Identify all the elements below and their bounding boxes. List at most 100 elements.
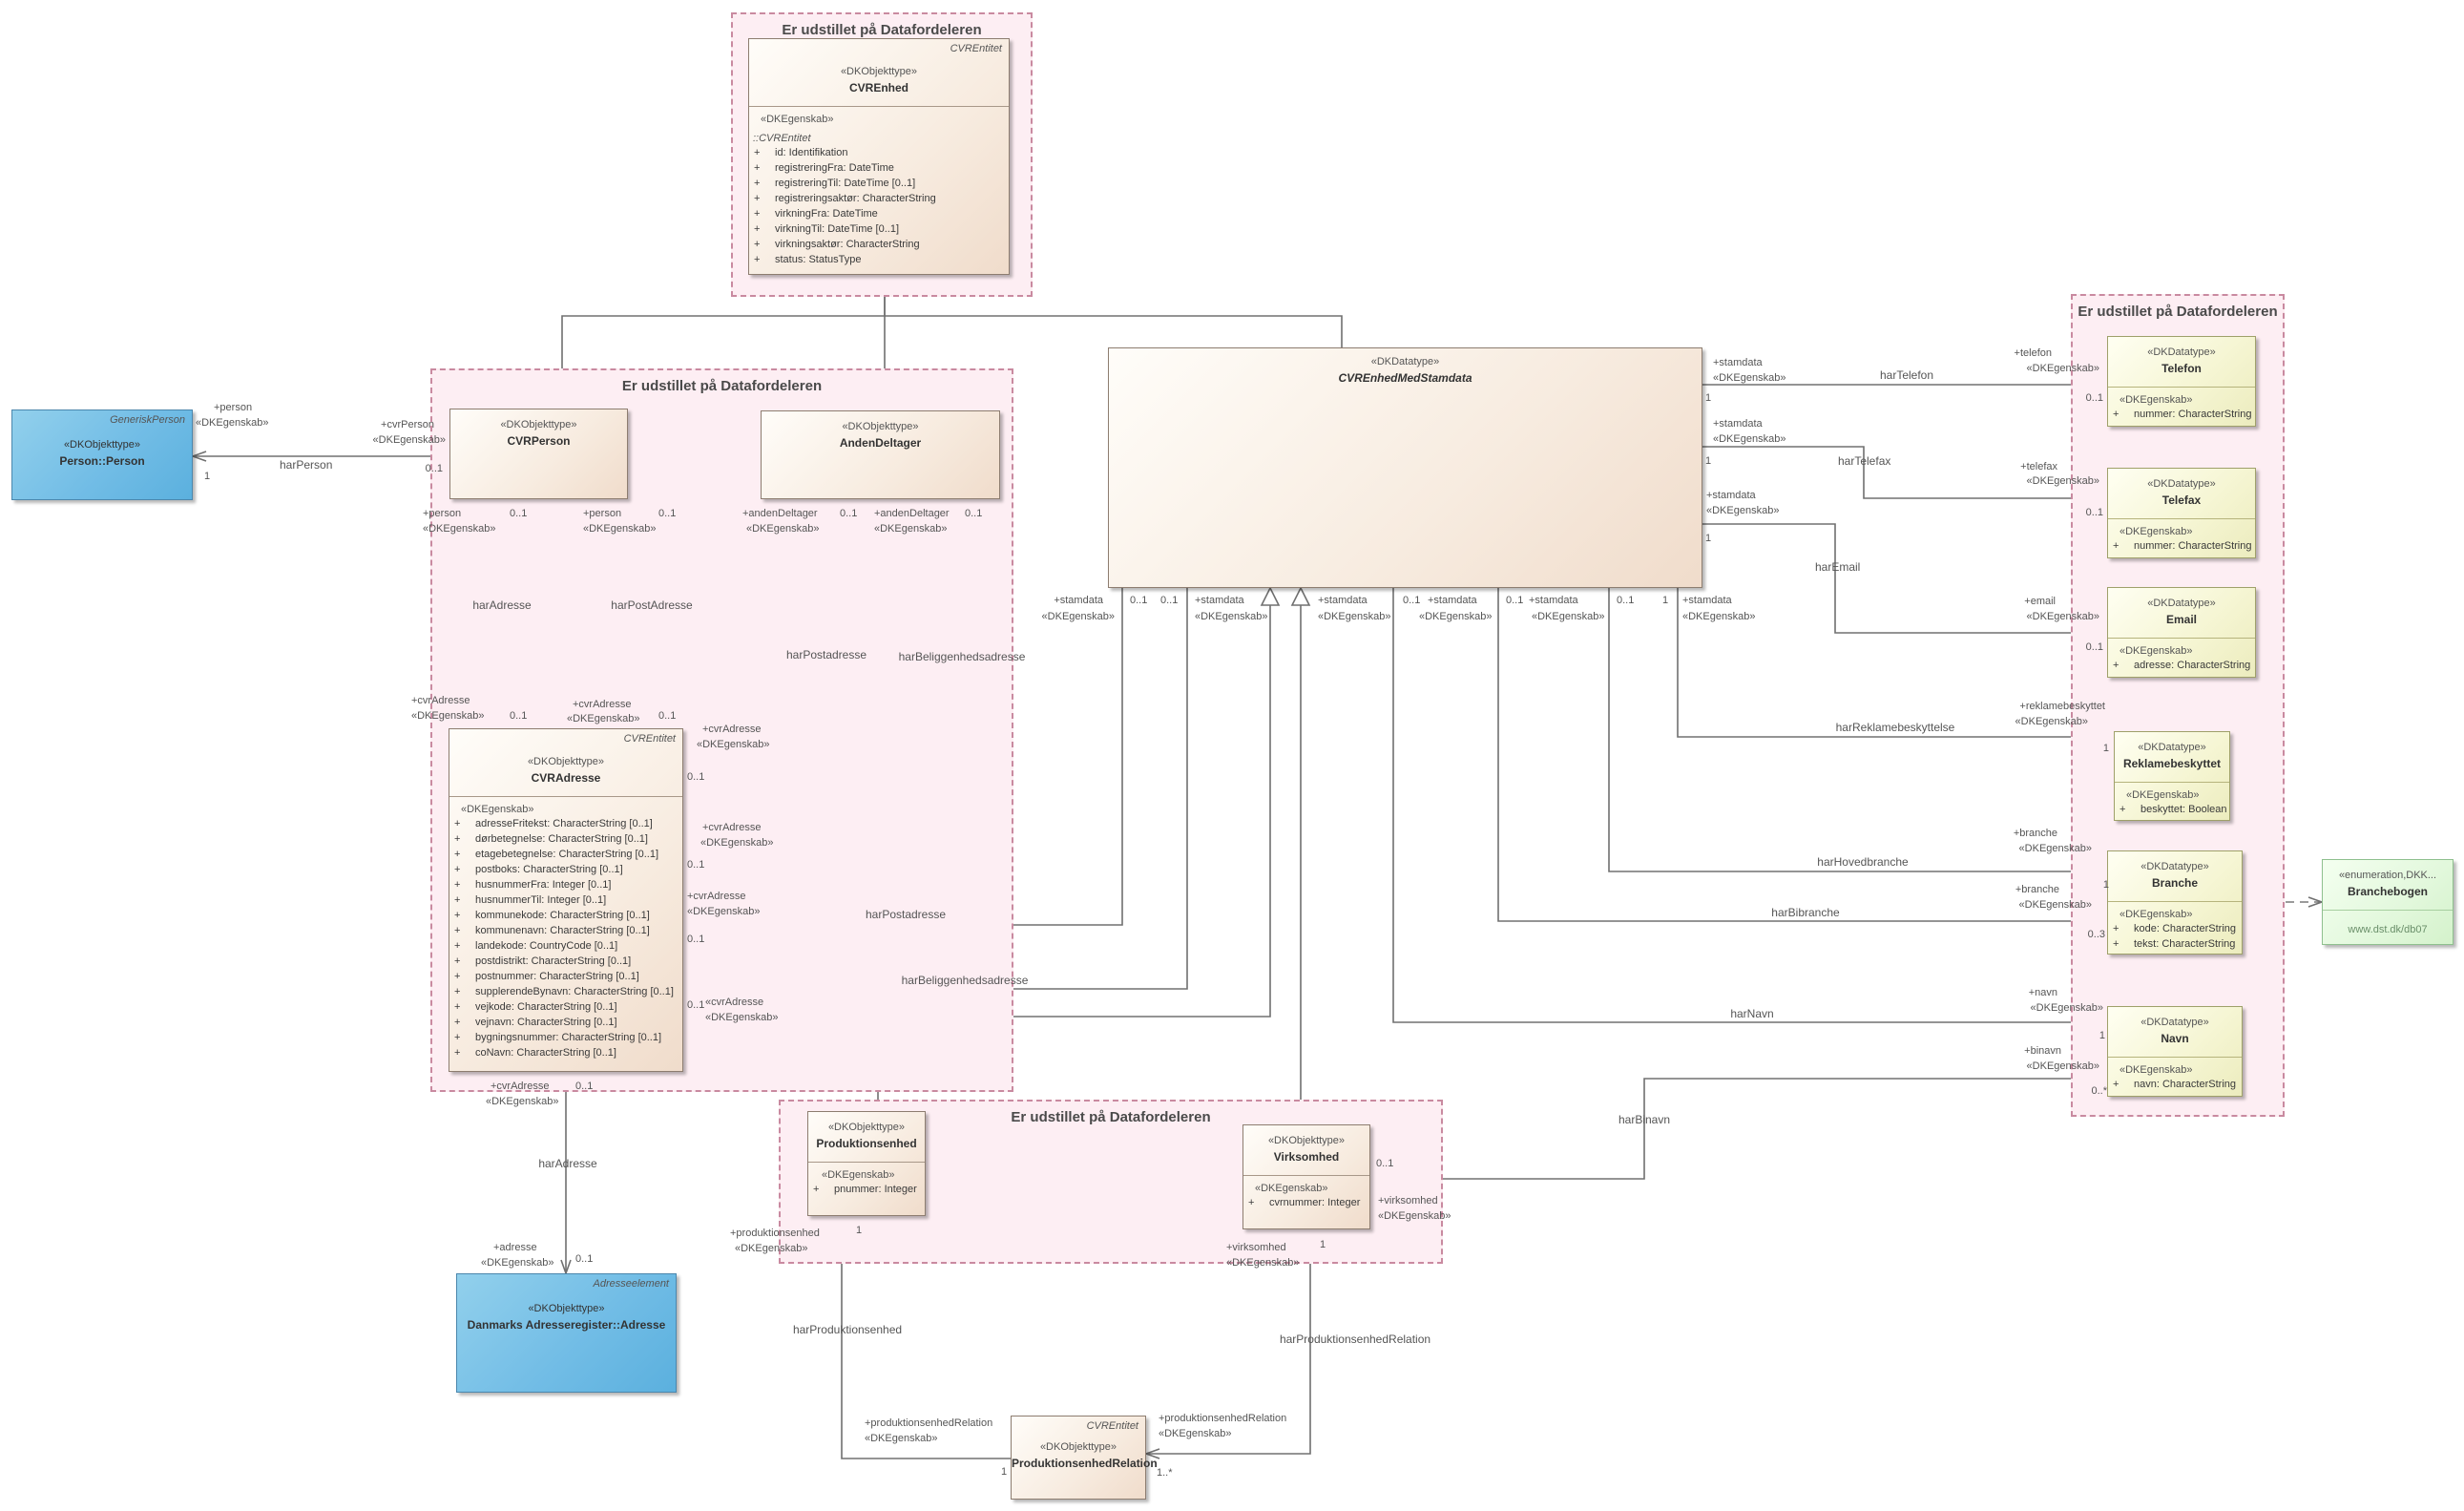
role-stamdata: +stamdata [1318,595,1368,606]
class-name: Telefon [2161,362,2202,375]
attribute-group-stereotype: «DKEgenskab» [2119,909,2193,920]
class-branchebogen[interactable]: «enumeration,DKK...Branchebogen www.dst.… [2322,859,2454,945]
stereotype: «DKDatatype» [1370,356,1440,367]
class-cvradresse[interactable]: CVREntitet «DKObjekttype» CVRAdresse «DK… [449,728,683,1072]
mult: 1 [204,471,211,482]
assoc-haremail[interactable] [1702,523,2107,633]
class-person[interactable]: GeneriskPerson «DKObjekttype» Person::Pe… [11,409,193,500]
class-name: CVRAdresse [531,771,601,785]
attribute-text: kommunekode: CharacterString [0..1] [475,910,650,921]
class-reklamebeskyttet[interactable]: «DKDatatype»Reklamebeskyttet «DKEgenskab… [2114,731,2230,821]
assoc-harproduktionsenhed[interactable] [842,1216,1011,1459]
attribute-row: +virkningsaktør: CharacterString [749,237,1009,252]
role-stereotype: «DKEgenskab» [372,434,446,446]
attribute-row: +dørbetegnelse: CharacterString [0..1] [449,831,682,847]
package-right: Er udstillet på Datafordeleren [2071,294,2285,1117]
generalization-stamdata[interactable] [885,315,1343,347]
mult: 0..1 [687,859,705,871]
attribute-row: +beskyttet: Boolean [2115,802,2229,817]
attribute-row: +postboks: CharacterString [0..1] [449,862,682,877]
visibility-marker: + [454,925,461,936]
class-andendeltager[interactable]: «DKObjekttype» AndenDeltager [761,410,1000,499]
attribute-group-stereotype: «DKEgenskab» [2119,394,2193,406]
assoc-harbibranche[interactable] [1497,588,2107,921]
visibility-marker: + [454,833,461,845]
assoc-harhovedbranche[interactable] [1608,588,2107,871]
attribute-text: virkningTil: DateTime [0..1] [775,223,900,235]
role-cvradresse: +cvrAdresse [702,822,762,833]
role-stereotype: «DKEgenskab» [2015,716,2088,727]
class-name: Email [2165,613,2197,626]
attribute-text: bygningsnummer: CharacterString [0..1] [475,1032,662,1043]
attribute-text: landekode: CountryCode [0..1] [475,940,618,952]
assoc-name: harAdresse [472,598,532,612]
compartment-divider [2323,910,2453,911]
role-cvradresse: +cvrAdresse [491,1081,550,1092]
visibility-marker: + [754,147,761,158]
visibility-marker: + [454,971,461,982]
package-title: Er udstillet på Datafordeleren [2078,304,2278,320]
class-telefax[interactable]: «DKDatatype»Telefax «DKEgenskab» +nummer… [2107,468,2256,558]
attribute-list: +adresse: CharacterString [2108,658,2255,673]
role-stereotype: «DKEgenskab» [697,739,770,750]
role-person: +person [583,508,622,519]
mult: 0..1 [2085,392,2103,404]
role-stereotype: «DKEgenskab» [2018,843,2092,854]
compartment-divider [2108,901,2242,902]
class-navn[interactable]: «DKDatatype»Navn «DKEgenskab» +navn: Cha… [2107,1006,2243,1097]
class-adresse[interactable]: Adresseelement «DKObjekttype» Danmarks A… [456,1273,677,1393]
attribute-row: +status: StatusType [749,252,1009,267]
mult: 0..3 [2087,929,2105,940]
attribute-row: +postnummer: CharacterString [0..1] [449,969,682,984]
class-name: Branche [2151,876,2199,890]
class-produktionsenhed[interactable]: «DKObjekttype» Produktionsenhed «DKEgens… [807,1111,926,1216]
compartment-divider [2108,1057,2242,1058]
role-stereotype: «DKEgenskab» [1318,611,1391,622]
visibility-marker: + [454,864,461,875]
attribute-list: +adresseFritekst: CharacterString [0..1]… [449,816,682,1060]
assoc-harrelation[interactable] [1146,1229,1311,1454]
attribute-text: registreringTil: DateTime [0..1] [775,178,916,189]
class-name: ProduktionsenhedRelation [1012,1457,1158,1470]
visibility-marker: + [454,1001,461,1013]
class-virksomhed[interactable]: «DKObjekttype» Virksomhed «DKEgenskab» +… [1242,1124,1370,1229]
mult: 1 [1662,595,1669,606]
assoc-harbinavn[interactable] [1370,1079,2107,1180]
package-title: Er udstillet på Datafordeleren [621,378,823,394]
class-branche[interactable]: «DKDatatype»Branche «DKEgenskab» +kode: … [2107,850,2243,955]
role-stereotype: «DKEgenskab» [2030,1002,2103,1014]
class-cvrenhedmedstamdata[interactable]: «DKDatatype» CVREnhedMedStamdata [1108,347,1702,588]
visibility-marker: + [454,986,461,997]
stereotype: «DKObjekttype» [1267,1135,1346,1146]
role-stamdata: +stamdata [1054,595,1103,606]
role-stereotype: «DKEgenskab» [2026,1060,2099,1072]
class-produktionsenhedrelation[interactable]: CVREntitet «DKObjekttype» Produktionsenh… [1011,1416,1158,1500]
assoc-hartelefax[interactable] [1702,446,2107,498]
visibility-marker: + [2113,1079,2119,1090]
mult: 0..1 [1506,595,1524,606]
role-stereotype: «DKEgenskab» [705,1012,779,1023]
role-stereotype: «DKEgenskab» [1532,611,1605,622]
role-stereotype: «DKEgenskab» [1713,372,1786,384]
role-binavn: +binavn [2024,1045,2061,1057]
class-telefon[interactable]: «DKDatatype»Telefon «DKEgenskab» +nummer… [2107,336,2256,427]
class-email[interactable]: «DKDatatype»Email «DKEgenskab» +adresse:… [2107,587,2256,678]
class-cvrperson[interactable]: «DKObjekttype» CVRPerson [449,409,628,499]
assoc-name: harTelefon [1879,368,1934,382]
attribute-text: status: StatusType [775,254,862,265]
entity-label: CVREntitet [1086,1420,1138,1432]
attribute-row: +kode: CharacterString [2108,921,2242,936]
attribute-text: husnummerFra: Integer [0..1] [475,879,612,891]
compartment-divider [2115,782,2229,783]
assoc-harnavn[interactable] [1392,588,2107,1022]
attribute-text: etagebetegnelse: CharacterString [0..1] [475,849,659,860]
role-cvradresse: +cvrAdresse [702,724,762,735]
mult: 0..1 [687,999,705,1011]
attribute-row: +husnummerFra: Integer [0..1] [449,877,682,892]
role-stereotype: «DKEgenskab» [1159,1428,1232,1439]
class-cvrenhed[interactable]: CVREntitet «DKObjekttype» CVREnhed «DKEg… [748,38,1010,275]
assoc-harreklame[interactable] [1677,588,2114,737]
attribute-text: supplerendeBynavn: CharacterString [0..1… [475,986,674,997]
mult: 0..1 [1403,595,1421,606]
compartment-divider [2108,387,2255,388]
